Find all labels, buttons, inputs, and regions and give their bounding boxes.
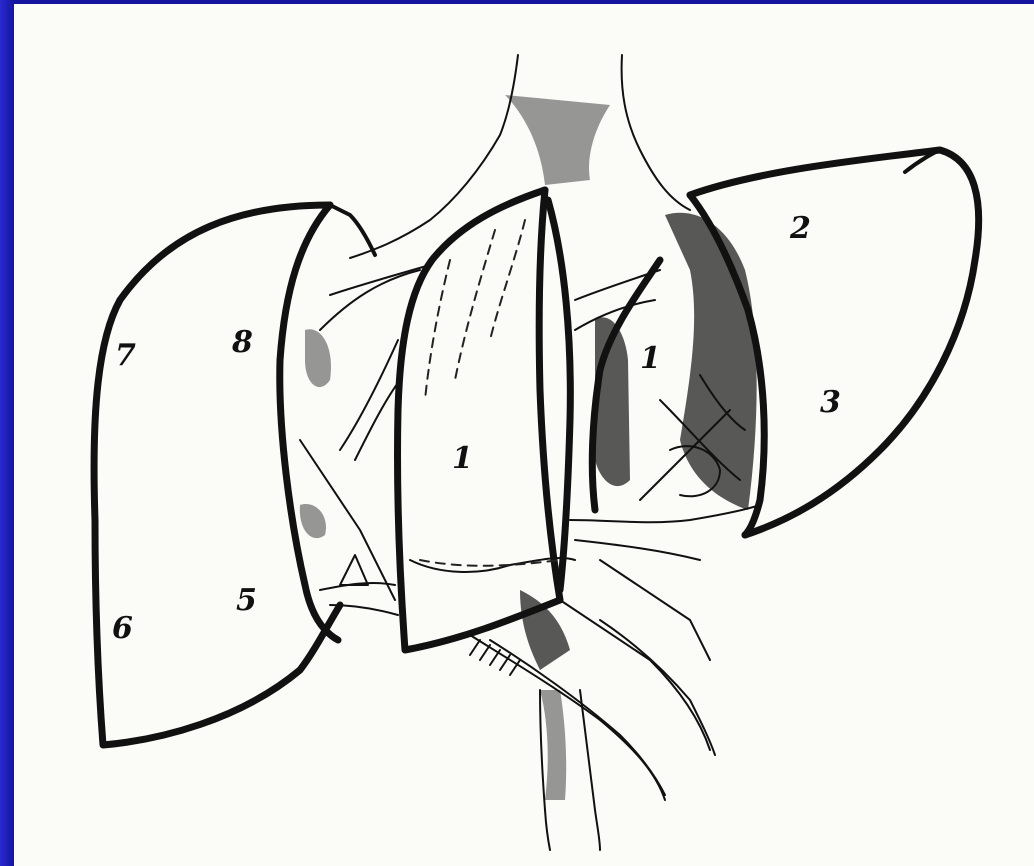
right-lobe-notch xyxy=(330,205,375,255)
segment-1-label-left: 1 xyxy=(452,441,473,476)
ligament-hatch xyxy=(470,640,520,675)
shading xyxy=(300,95,757,800)
right-lobe-hilum-shading xyxy=(665,213,757,510)
ivc-left-wall xyxy=(350,55,518,258)
segment-1-label-right: 1 xyxy=(640,341,661,376)
segment-2-label: 2 xyxy=(789,211,811,246)
segment-6-label: 6 xyxy=(112,611,133,646)
hepatic-artery xyxy=(600,560,710,660)
lower-vessel-left xyxy=(470,635,665,800)
porta-structure-b xyxy=(575,540,700,560)
ivc-lower-right xyxy=(580,690,600,850)
right-segment-inner-edge xyxy=(280,205,338,640)
porta-structure-a xyxy=(570,505,760,522)
portal-vein-branch xyxy=(320,583,395,590)
vessel-shading-low xyxy=(300,504,326,538)
segment-4-outline xyxy=(397,190,560,650)
right-lobe-outline xyxy=(94,205,340,745)
segment-3-label: 3 xyxy=(820,385,841,420)
hepatic-vein-4 xyxy=(355,380,400,460)
ivc-right-wall xyxy=(622,55,690,210)
vessel-shading-left xyxy=(305,329,331,387)
segment-5-label: 5 xyxy=(236,583,257,618)
segment-8-label: 8 xyxy=(231,325,253,360)
ivc-shading-upper xyxy=(505,95,610,185)
falciform-dashed-2 xyxy=(455,230,495,380)
bile-duct-a xyxy=(560,600,710,750)
falciform-dashed-1 xyxy=(425,260,450,400)
triangle-marker xyxy=(340,555,368,585)
falciform-dashed-3 xyxy=(490,220,525,340)
segment-7-label: 7 xyxy=(115,338,136,373)
